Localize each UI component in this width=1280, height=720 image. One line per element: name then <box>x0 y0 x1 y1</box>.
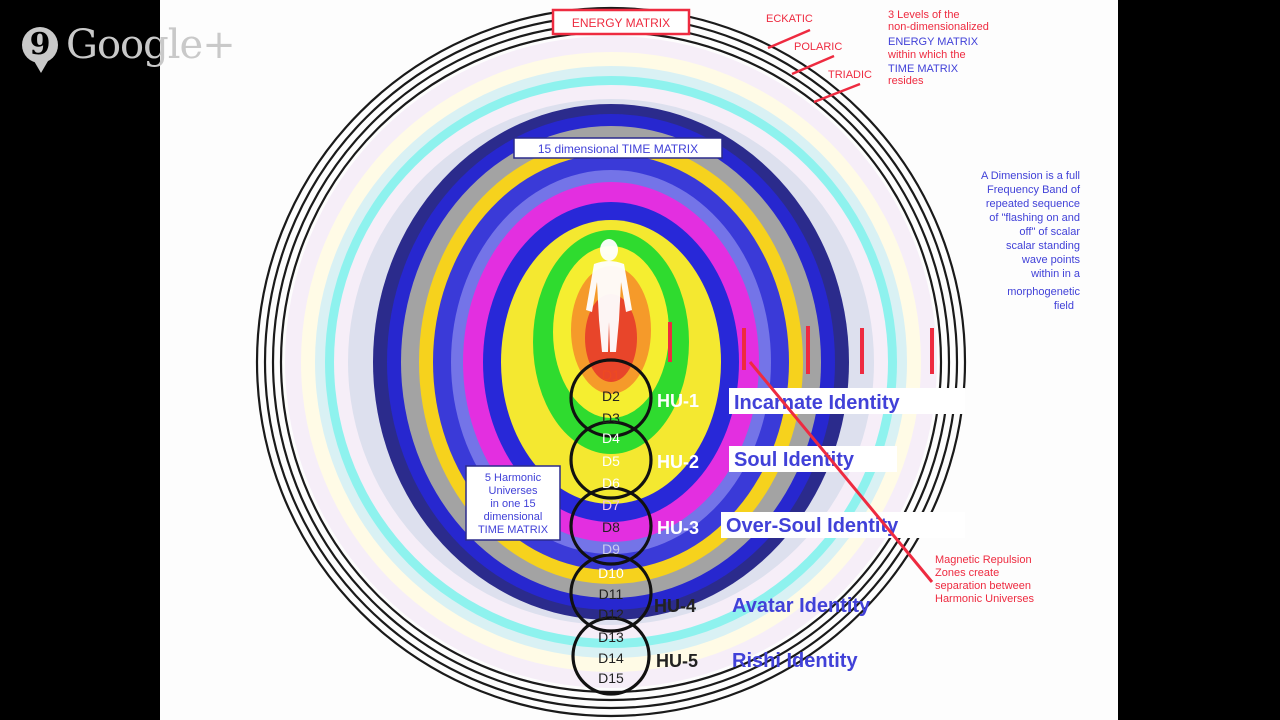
time-matrix-diagram: D1 D2 D3 D4 D5 D6 D7 D8 D9 D10 D11 D12 D… <box>255 6 1081 718</box>
dimension-d3: D3 <box>602 410 620 426</box>
video-frame: D1 D2 D3 D4 D5 D6 D7 D8 D9 D10 D11 D12 D… <box>160 0 1118 720</box>
dimension-note-line: off" of scalar <box>1019 226 1080 238</box>
dimension-note-line: within in a <box>1030 268 1081 280</box>
human-figure-icon <box>586 239 632 352</box>
harmonic-note-line: 5 Harmonic <box>485 472 542 484</box>
harmonic-note-line: TIME MATRIX <box>478 524 549 536</box>
time-matrix-box <box>513 137 723 159</box>
hu-2-label: HU-2 <box>657 452 699 472</box>
hu-4-circle <box>569 553 653 633</box>
energy-matrix-label: ENERGY MATRIX <box>572 16 670 30</box>
eckatic-pointer <box>767 28 811 50</box>
harmonic-note-line: Universes <box>489 485 538 497</box>
triadic-pointer <box>813 82 861 104</box>
harmonic-note-line: dimensional <box>484 511 543 523</box>
dimension-d11: D11 <box>599 586 624 602</box>
dimension-d4: D4 <box>602 430 620 446</box>
dimension-d5: D5 <box>602 453 620 469</box>
hu-4-label: HU-4 <box>654 596 696 616</box>
avatar-identity-label: Avatar Identity <box>732 595 871 617</box>
repulsion-note-line: Magnetic Repulsion <box>935 554 1032 566</box>
repulsion-pointer <box>748 361 934 583</box>
levels-note-line: TIME MATRIX <box>888 63 959 75</box>
dimension-d9: D9 <box>602 541 620 557</box>
over-soul-identity-label: Over-Soul Identity <box>726 515 899 537</box>
levels-note-line: within which the <box>887 49 966 61</box>
hu-5-label: HU-5 <box>656 651 698 671</box>
dimension-d2: D2 <box>602 388 620 404</box>
dimension-note-line: A Dimension is a full <box>981 170 1080 182</box>
hu-5-circle <box>571 616 651 696</box>
google-plus-watermark: 9 Google+ <box>22 22 236 73</box>
dimension-note-line: wave points <box>1021 254 1081 266</box>
dimension-note-line: repeated sequence <box>986 198 1080 210</box>
level-triadic: TRIADIC <box>828 69 872 81</box>
g-bubble-icon: 9 <box>22 27 58 73</box>
dimension-d8: D8 <box>602 519 620 535</box>
identity-label-bg <box>729 446 897 472</box>
dimension-d10: D10 <box>598 565 624 581</box>
dimension-note-line: morphogenetic <box>1007 286 1080 298</box>
hu-1-label: HU-1 <box>657 391 699 411</box>
dimension-note-line: scalar standing <box>1006 240 1080 252</box>
polaric-pointer <box>791 54 835 76</box>
levels-note-line: non-dimensionalized <box>888 21 989 33</box>
repulsion-note-line: Zones create <box>935 567 999 579</box>
repulsion-note-line: Harmonic Universes <box>935 593 1035 605</box>
dimension-d14: D14 <box>598 650 624 666</box>
dimension-d15: D15 <box>598 670 624 686</box>
hu-2-circle <box>569 420 653 500</box>
harmonic-note-line: in one 15 <box>490 498 535 510</box>
incarnate-identity-label: Incarnate Identity <box>734 392 900 414</box>
repulsion-note-line: separation between <box>935 580 1031 592</box>
dimension-note-line: of "flashing on and <box>989 212 1080 224</box>
level-eckatic: ECKATIC <box>766 13 813 25</box>
hu-1-circle <box>569 358 653 438</box>
levels-note-line: 3 Levels of the <box>888 9 960 21</box>
dimension-d12: D12 <box>598 606 624 622</box>
outer-ring <box>255 6 967 718</box>
dimension-note-line: Frequency Band of <box>987 184 1081 196</box>
harmonic-universes-box <box>465 465 561 541</box>
dimension-d7: D7 <box>602 497 620 513</box>
energy-matrix-box <box>551 8 691 36</box>
levels-note-line: ENERGY MATRIX <box>888 36 979 48</box>
brand-name: Google+ <box>66 22 236 68</box>
identity-label-bg <box>729 388 965 414</box>
dimension-d1: D1 <box>602 367 620 383</box>
time-matrix-label: 15 dimensional TIME MATRIX <box>538 142 698 156</box>
hu-3-circle <box>569 486 653 566</box>
level-polaric: POLARIC <box>794 41 842 53</box>
levels-note-line: resides <box>888 75 924 87</box>
identity-label-bg <box>721 512 965 538</box>
dimension-d6: D6 <box>602 475 620 491</box>
dimension-d13: D13 <box>598 629 624 645</box>
dimension-note-line: field <box>1054 300 1074 312</box>
rishi-identity-label: Rishi Identity <box>732 650 858 672</box>
hu-3-label: HU-3 <box>657 518 699 538</box>
